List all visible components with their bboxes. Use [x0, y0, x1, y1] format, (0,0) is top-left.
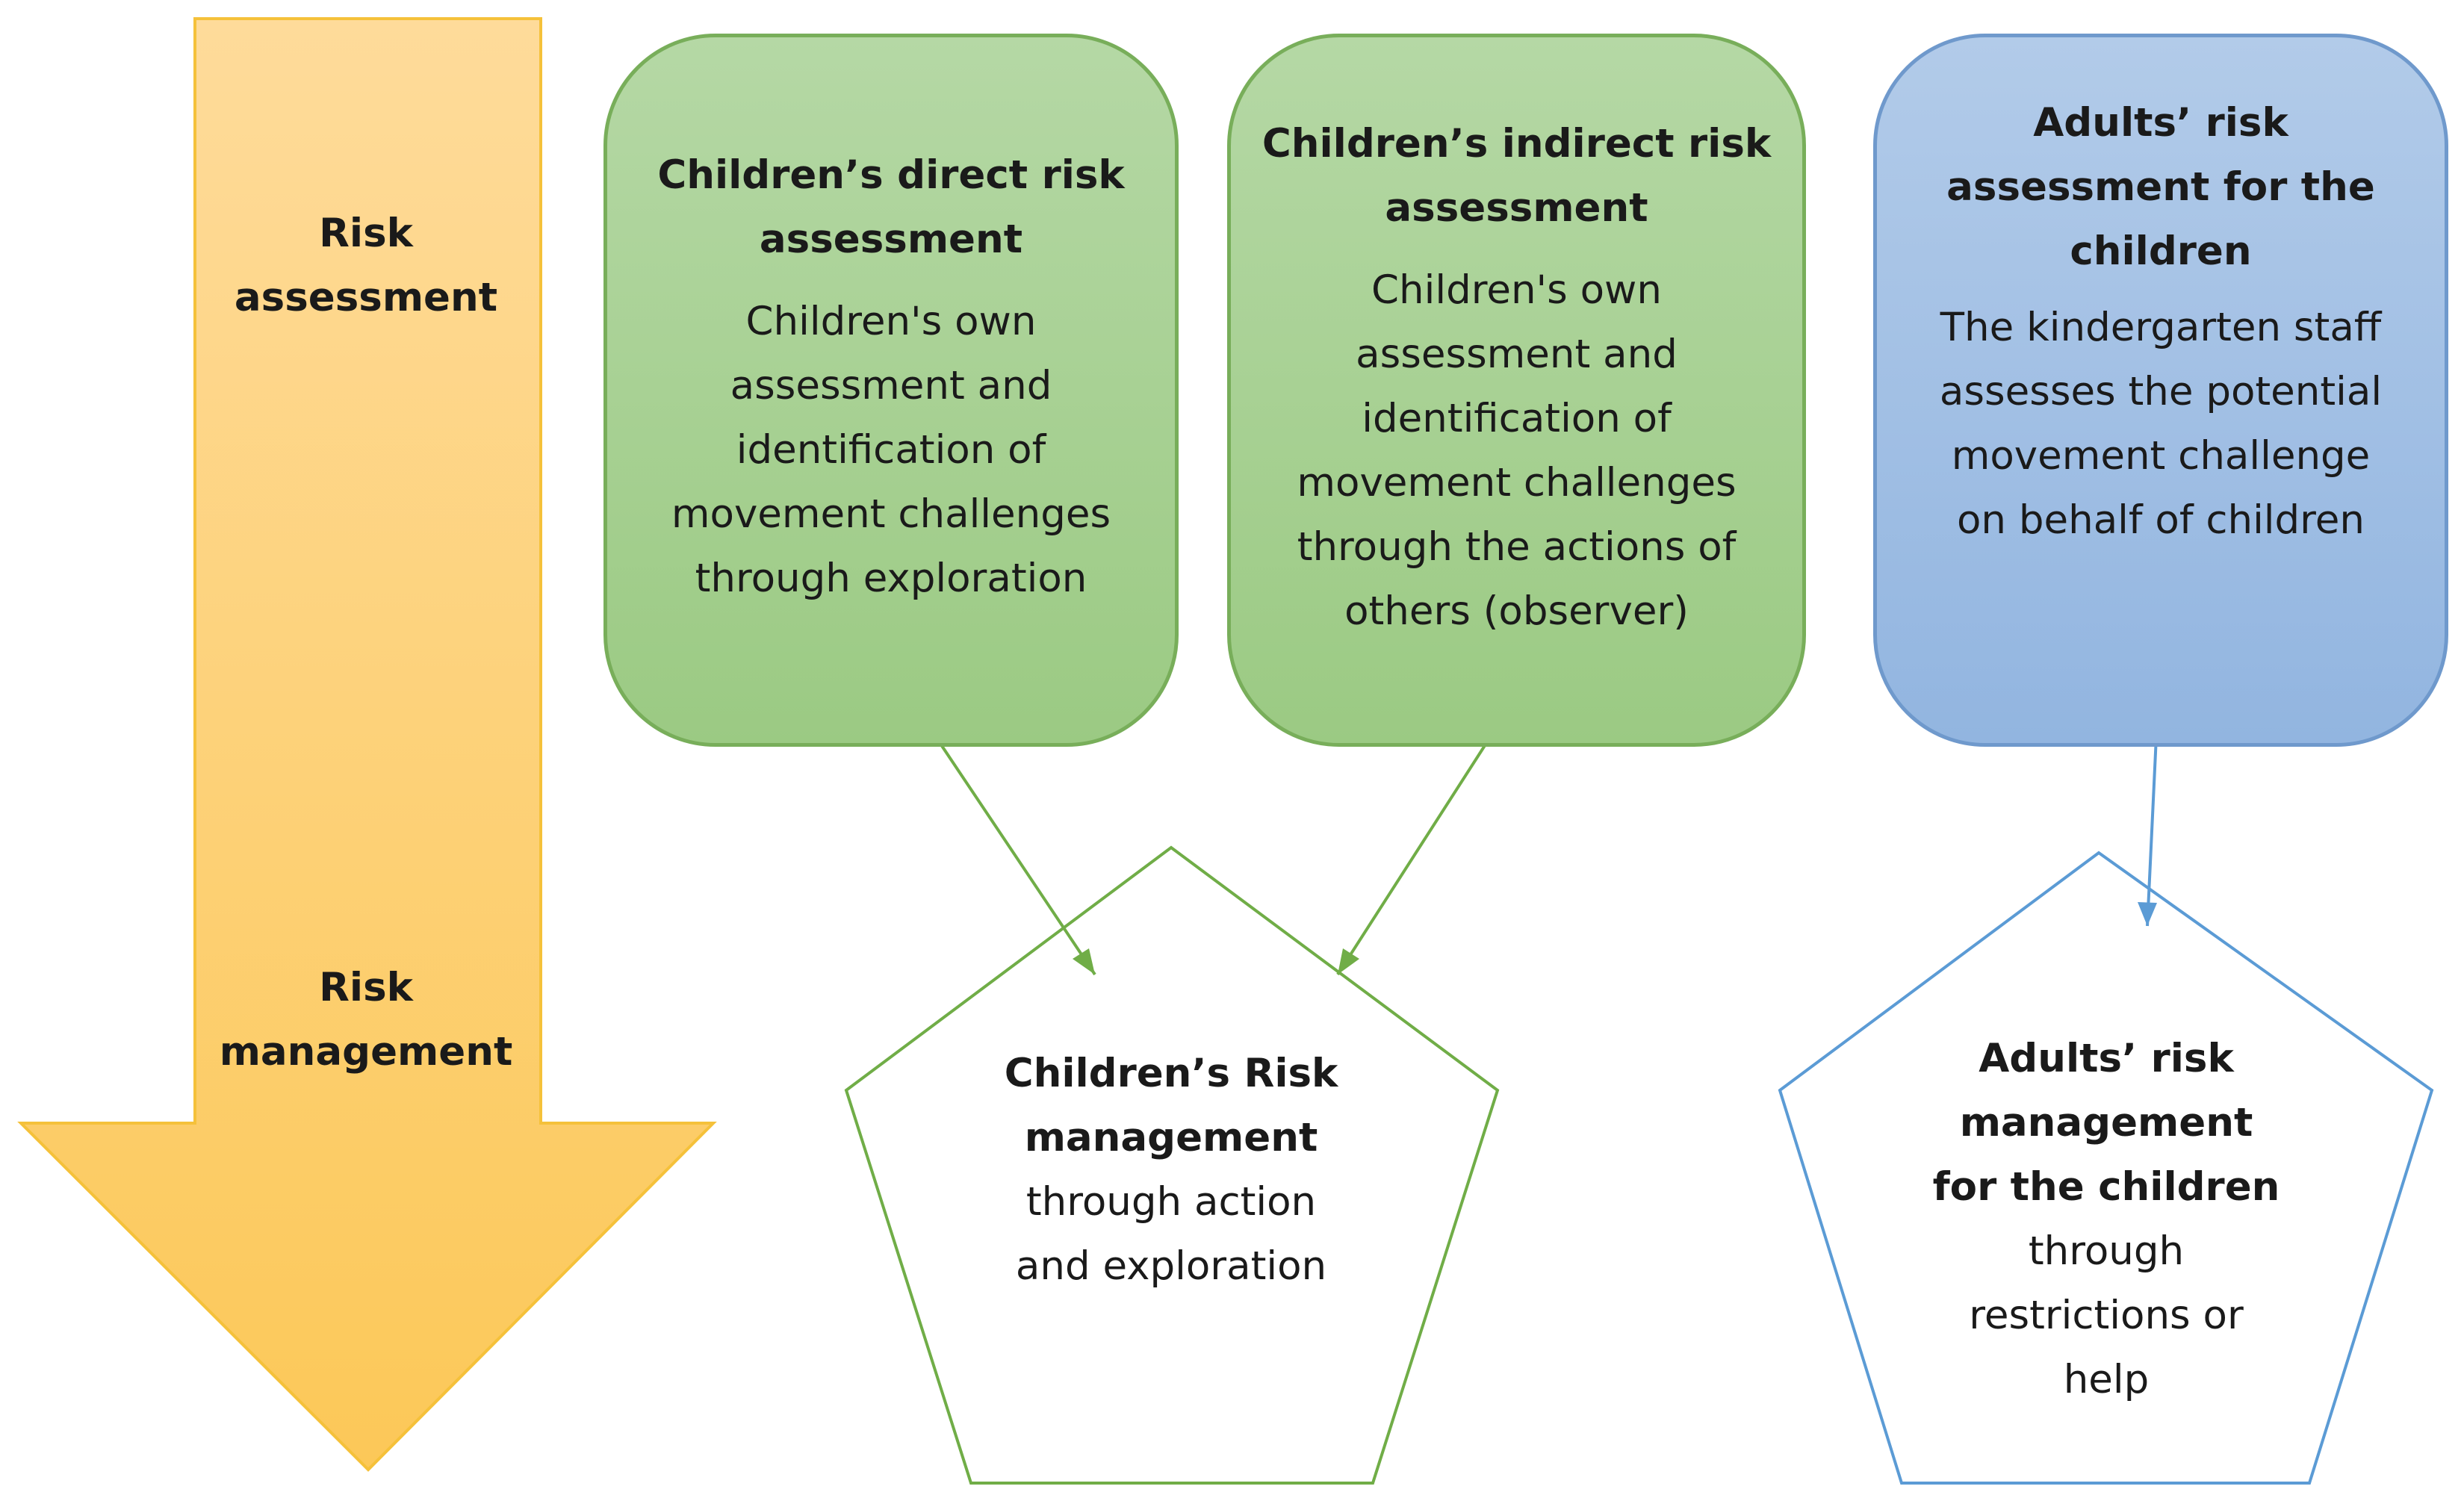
children-risk-management-body: through action and exploration: [1015, 1179, 1327, 1289]
arrowhead-direct: [1073, 948, 1095, 975]
direct-risk-assessment-box: Children’s direct risk assessment Childr…: [603, 34, 1179, 747]
children-risk-management-pentagon: [844, 845, 1500, 1485]
arrowhead-indirect: [1338, 948, 1359, 975]
direct-risk-title: Children’s direct risk assessment: [657, 152, 1125, 262]
indirect-risk-assessment-box: Children’s indirect risk assessment Chil…: [1227, 34, 1806, 747]
connector-direct-to-management: [921, 715, 1096, 976]
indirect-risk-title: Children’s indirect risk assessment: [1262, 121, 1772, 231]
children-risk-management-title: Children’s Risk management: [1004, 1051, 1338, 1160]
adults-risk-assessment-box: Adults’ risk assessment for the children…: [1873, 34, 2448, 747]
indirect-risk-body: Children's own assessment and identifica…: [1297, 267, 1737, 634]
adults-risk-management-text: Adults’ risk management for the children…: [1882, 1027, 2330, 1412]
children-risk-management-text: Children’s Risk management through actio…: [947, 1042, 1395, 1299]
adults-risk-management-pentagon: [1778, 851, 2434, 1485]
risk-assessment-label: Risk assessment: [234, 211, 498, 320]
risk-management-label: Risk management: [219, 965, 513, 1075]
adults-risk-title: Adults’ risk assessment for the children: [1946, 100, 2375, 274]
connector-indirect-to-management: [1336, 727, 1498, 976]
direct-risk-body: Children's own assessment and identifica…: [671, 299, 1111, 601]
adults-risk-management-body: through restrictions or help: [1969, 1228, 2244, 1402]
arrowhead-adults: [2138, 902, 2157, 926]
adults-risk-body: The kindergarten staff assesses the pote…: [1939, 305, 2383, 543]
adults-risk-management-title: Adults’ risk management for the children: [1932, 1036, 2280, 1210]
process-arrow: [17, 17, 717, 1472]
